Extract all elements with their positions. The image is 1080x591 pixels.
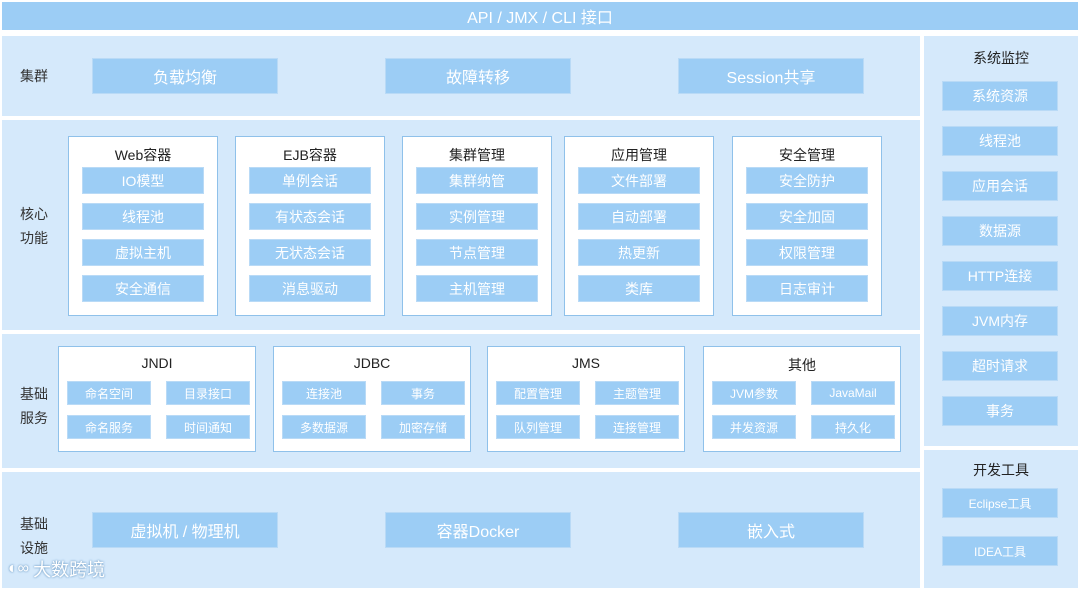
service-card-title: 其他 bbox=[788, 357, 816, 373]
core-feature-item[interactable]: 集群纳管 bbox=[416, 167, 538, 194]
monitor-item[interactable]: HTTP连接 bbox=[942, 261, 1058, 291]
core-feature-item[interactable]: 文件部署 bbox=[578, 167, 700, 194]
core-feature-item[interactable]: 日志审计 bbox=[746, 275, 868, 302]
core-feature-item[interactable]: 消息驱动 bbox=[249, 275, 371, 302]
devtools-title: 开发工具 bbox=[973, 462, 1029, 478]
load-balance-label: 负载均衡 bbox=[152, 70, 217, 87]
core-card-title: Web容器 bbox=[114, 147, 172, 163]
devtools-panel: 开发工具 Eclipse工具 IDEA工具 bbox=[924, 450, 1078, 588]
watermark-text: 大数跨境 bbox=[33, 560, 106, 580]
monitor-item[interactable]: JVM内存 bbox=[942, 306, 1058, 336]
service-item[interactable]: JVM参数 bbox=[712, 381, 796, 405]
core-card-title: 安全管理 bbox=[779, 147, 835, 163]
service-item[interactable]: 并发资源 bbox=[712, 415, 796, 439]
service-card: JDBC 连接池事务多数据源加密存储 bbox=[273, 346, 471, 452]
monitor-item[interactable]: 数据源 bbox=[942, 216, 1058, 246]
watermark: ◐∞ 大数跨境 bbox=[8, 556, 105, 582]
service-item[interactable]: 多数据源 bbox=[282, 415, 366, 439]
infra-band: 基础 设施 虚拟机 / 物理机 容器Docker 嵌入式 bbox=[2, 472, 920, 588]
service-item[interactable]: 加密存储 bbox=[381, 415, 465, 439]
docker-label: 容器Docker bbox=[436, 524, 520, 541]
core-card-title: EJB容器 bbox=[283, 147, 337, 163]
core-label-line2: 功能 bbox=[20, 230, 48, 246]
service-card: JMS 配置管理主题管理队列管理连接管理 bbox=[487, 346, 685, 452]
core-feature-item[interactable]: 节点管理 bbox=[416, 239, 538, 266]
core-feature-item[interactable]: IO模型 bbox=[82, 167, 204, 194]
core-card: Web容器 IO模型线程池虚拟主机安全通信 bbox=[68, 136, 218, 316]
core-feature-item[interactable]: 实例管理 bbox=[416, 203, 538, 230]
core-card: 安全管理安全防护安全加固权限管理日志审计 bbox=[732, 136, 882, 316]
core-card-title: 应用管理 bbox=[611, 147, 667, 163]
embedded-button[interactable]: 嵌入式 bbox=[678, 512, 864, 548]
base-services-label-line1: 基础 bbox=[20, 386, 48, 402]
monitor-item[interactable]: 线程池 bbox=[942, 126, 1058, 156]
monitor-item[interactable]: 系统资源 bbox=[942, 81, 1058, 111]
service-card-title: JDBC bbox=[353, 355, 391, 371]
service-card: 其他 JVM参数 JavaMail 并发资源持久化 bbox=[703, 346, 901, 452]
core-feature-item[interactable]: 安全加固 bbox=[746, 203, 868, 230]
failover-label: 故障转移 bbox=[445, 70, 510, 87]
core-feature-item[interactable]: 自动部署 bbox=[578, 203, 700, 230]
base-services-label-line2: 服务 bbox=[20, 410, 48, 426]
api-interface-label: API / JMX / CLI 接口 bbox=[467, 10, 613, 27]
service-item[interactable]: 连接池 bbox=[282, 381, 366, 405]
service-item[interactable]: 命名空间 bbox=[67, 381, 151, 405]
infra-label-line2: 设施 bbox=[20, 540, 48, 556]
docker-button[interactable]: 容器Docker bbox=[385, 512, 571, 548]
core-band: 核心 功能 Web容器 IO模型线程池虚拟主机安全通信 EJB容器单例会话有状态会话… bbox=[2, 120, 920, 330]
core-card: 应用管理文件部署自动部署热更新类库 bbox=[564, 136, 714, 316]
core-feature-item[interactable]: 单例会话 bbox=[249, 167, 371, 194]
devtool-item[interactable]: IDEA工具 bbox=[942, 536, 1058, 566]
service-item[interactable]: 时间通知 bbox=[166, 415, 250, 439]
service-card: JNDI 命名空间目录接口命名服务时间通知 bbox=[58, 346, 256, 452]
core-label-line1: 核心 bbox=[20, 206, 48, 222]
monitor-title: 系统监控 bbox=[973, 50, 1029, 66]
base-services-band: 基础 服务 JNDI 命名空间目录接口命名服务时间通知 JDBC 连接池事务多数据源加… bbox=[2, 334, 920, 468]
vm-physical-button[interactable]: 虚拟机 / 物理机 bbox=[92, 512, 278, 548]
service-item[interactable]: 连接管理 bbox=[595, 415, 679, 439]
core-feature-item[interactable]: 虚拟主机 bbox=[82, 239, 204, 266]
core-feature-item[interactable]: 安全防护 bbox=[746, 167, 868, 194]
core-feature-item[interactable]: 无状态会话 bbox=[249, 239, 371, 266]
service-card-title: JMS bbox=[572, 355, 600, 371]
core-card: EJB容器单例会话有状态会话无状态会话消息驱动 bbox=[235, 136, 385, 316]
core-feature-item[interactable]: 主机管理 bbox=[416, 275, 538, 302]
core-feature-item[interactable]: 权限管理 bbox=[746, 239, 868, 266]
cluster-label: 集群 bbox=[20, 68, 48, 84]
infra-label-line1: 基础 bbox=[20, 516, 48, 532]
failover-button[interactable]: 故障转移 bbox=[385, 58, 571, 94]
cluster-band: 集群 负载均衡 故障转移 Session共享 bbox=[2, 36, 920, 116]
monitor-item[interactable]: 事务 bbox=[942, 396, 1058, 426]
core-feature-item[interactable]: 有状态会话 bbox=[249, 203, 371, 230]
core-feature-item[interactable]: 安全通信 bbox=[82, 275, 204, 302]
api-interface-bar: API / JMX / CLI 接口 bbox=[2, 2, 1078, 30]
core-feature-item[interactable]: 类库 bbox=[578, 275, 700, 302]
session-share-button[interactable]: Session共享 bbox=[678, 58, 864, 94]
core-feature-item[interactable]: 热更新 bbox=[578, 239, 700, 266]
service-item[interactable]: 主题管理 bbox=[595, 381, 679, 405]
core-card-title: 集群管理 bbox=[449, 147, 505, 163]
service-item[interactable]: 队列管理 bbox=[496, 415, 580, 439]
monitor-item[interactable]: 超时请求 bbox=[942, 351, 1058, 381]
monitor-item[interactable]: 应用会话 bbox=[942, 171, 1058, 201]
core-feature-item[interactable]: 线程池 bbox=[82, 203, 204, 230]
load-balance-button[interactable]: 负载均衡 bbox=[92, 58, 278, 94]
embedded-label: 嵌入式 bbox=[746, 524, 795, 541]
session-share-label: Session共享 bbox=[726, 70, 816, 87]
service-item[interactable]: 持久化 bbox=[811, 415, 895, 439]
devtool-item[interactable]: Eclipse工具 bbox=[942, 488, 1058, 518]
service-card-title: JNDI bbox=[141, 355, 173, 371]
service-item[interactable]: 目录接口 bbox=[166, 381, 250, 405]
vm-physical-label: 虚拟机 / 物理机 bbox=[130, 524, 240, 541]
service-item[interactable]: 配置管理 bbox=[496, 381, 580, 405]
service-item[interactable]: JavaMail bbox=[811, 381, 895, 405]
monitor-panel: 系统监控 系统资源线程池应用会话数据源 HTTP连接 JVM内存超时请求事务 bbox=[924, 36, 1078, 446]
service-item[interactable]: 命名服务 bbox=[67, 415, 151, 439]
watermark-logo-icon: ◐∞ bbox=[8, 560, 30, 577]
service-item[interactable]: 事务 bbox=[381, 381, 465, 405]
core-card: 集群管理集群纳管实例管理节点管理主机管理 bbox=[402, 136, 552, 316]
